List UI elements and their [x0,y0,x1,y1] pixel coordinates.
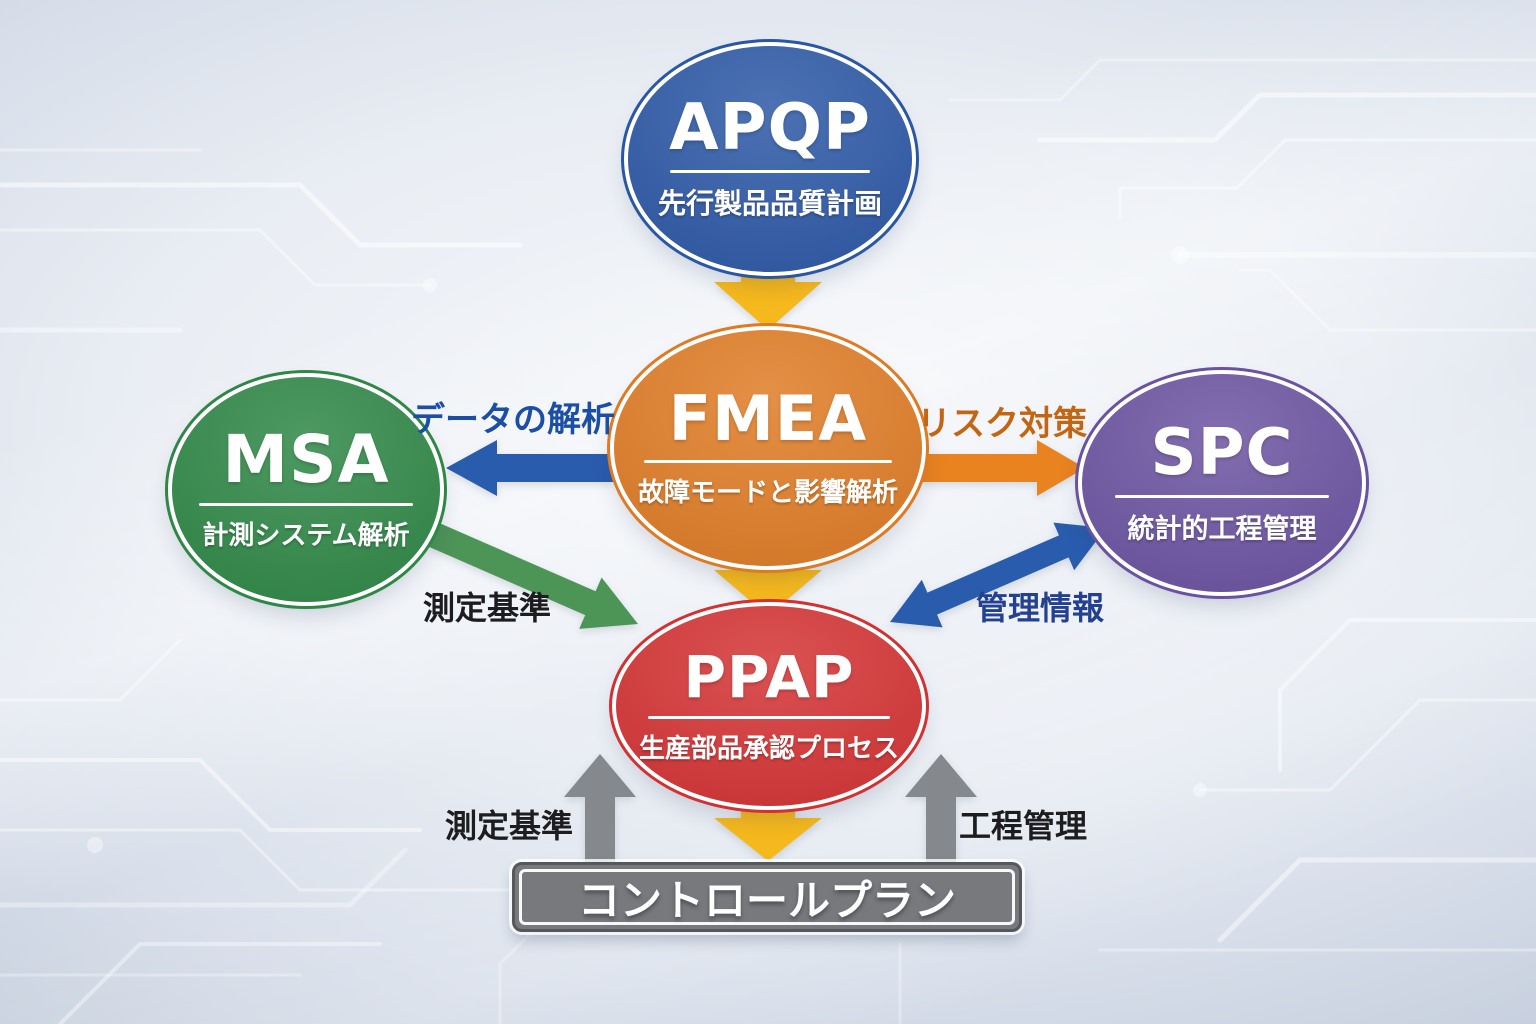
edge-label-control-information: 管理情報 [975,589,1104,627]
node-apqp-title: APQP [669,91,871,165]
arrow-msa-to-ppap [426,522,638,629]
edge-label-measurement-criteria-upper: 測定基準 [422,589,551,627]
edge-label-data-analysis: データの解析 [411,400,615,440]
node-fmea: FMEA 故障モードと影響解析 [614,330,922,566]
node-msa-subtitle: 計測システム解析 [202,521,410,551]
node-spc-title: SPC [1150,415,1294,490]
control-plan-label: コントロールプラン [577,875,956,925]
node-spc-divider [1115,494,1329,498]
control-plan-inner-frame: コントロールプラン [519,869,1015,925]
edge-label-risk-countermeasure: リスク対策 [917,404,1087,444]
node-apqp-divider [670,170,870,173]
node-msa-divider [199,503,413,506]
arrow-controlplan-to-ppap-right [905,754,977,868]
node-msa-title: MSA [222,421,390,498]
edge-label-process-control: 工程管理 [958,807,1087,845]
node-ppap-subtitle: 生産部品承認プロセス [638,733,899,764]
node-spc: SPC 統計的工程管理 [1082,374,1362,592]
arrow-spc-ppap-bidirectional [890,522,1106,628]
node-ppap-divider [648,715,890,719]
node-fmea-title: FMEA [668,381,868,455]
node-ppap: PPAP 生産部品承認プロセス [616,606,922,806]
control-plan-bar: コントロールプラン [512,862,1022,932]
arrow-controlplan-to-ppap-left [564,754,636,868]
node-fmea-subtitle: 故障モードと影響解析 [637,477,898,508]
node-apqp: APQP 先行製品品質計画 [628,46,912,272]
arrow-fmea-to-spc [922,440,1085,496]
node-spc-subtitle: 統計的工程管理 [1127,513,1317,545]
node-ppap-title: PPAP [683,642,855,711]
node-fmea-divider [644,459,892,463]
node-apqp-subtitle: 先行製品品質計画 [657,187,882,220]
edge-label-measurement-criteria-lower: 測定基準 [444,807,573,845]
arrow-fmea-to-msa [446,440,614,496]
node-msa: MSA 計測システム解析 [172,377,440,602]
